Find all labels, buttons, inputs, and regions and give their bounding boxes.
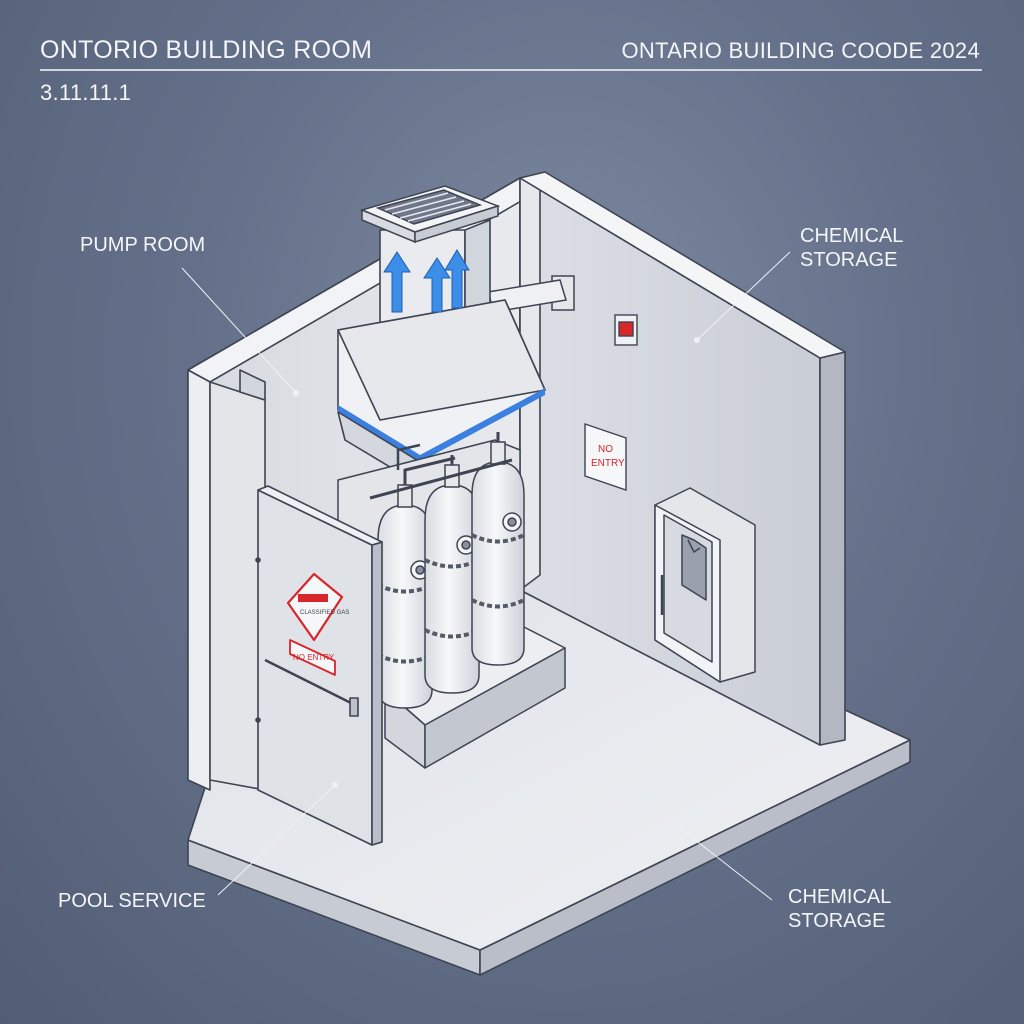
cylinder: [424, 464, 480, 694]
cylinder: [471, 441, 525, 666]
no-entry-text: ENTRY: [591, 458, 625, 469]
leader-dot: [293, 390, 299, 396]
ppe-cabinet: [654, 487, 756, 683]
leader-line-chemical-top: [696, 251, 791, 341]
header-divider: [40, 69, 982, 71]
no-entry-text: NO: [598, 444, 613, 455]
exhaust-hood: [337, 219, 546, 471]
leader-line-pump-room: [181, 267, 297, 394]
section-number: 3.11.11.1: [40, 80, 132, 105]
arrow-up-icon: [383, 249, 470, 313]
grille-icon: [359, 185, 501, 244]
callout-pump-room: PUMP ROOM: [80, 234, 206, 256]
door-no-entry-text: NO ENTRY: [293, 653, 335, 662]
no-entry-sign: NO ENTRY: [584, 423, 627, 491]
alarm-icon: [614, 314, 638, 346]
leader-line-chemical-bottom: [679, 827, 773, 901]
hazard-diamond-icon: CLASSIFIED GAS: [286, 572, 349, 642]
chlorine-cylinders: [369, 432, 525, 709]
cylinder: [377, 484, 433, 709]
leader-dot: [694, 337, 700, 343]
callout-chemical-storage-top: CHEMICAL STORAGE: [800, 225, 904, 271]
code-reference: ONTARIO BUILDING COODE 2024: [621, 38, 980, 63]
leader-lines: [181, 251, 791, 901]
leader-dot: [332, 782, 338, 788]
door-no-entry-sign: NO ENTRY: [289, 639, 336, 676]
page-title: ONTORIO BUILDING ROOM: [40, 36, 373, 64]
vest-icon: [681, 534, 707, 601]
leader-line-pool-service: [217, 784, 336, 896]
hazard-text: CLASSIFIED GAS: [300, 610, 349, 616]
pool-service-door[interactable]: CLASSIFIED GAS NO ENTRY: [255, 485, 383, 846]
callout-chemical-storage-bottom: CHEMICAL STORAGE: [788, 886, 892, 932]
callout-pool-service: POOL SERVICE: [58, 890, 206, 912]
